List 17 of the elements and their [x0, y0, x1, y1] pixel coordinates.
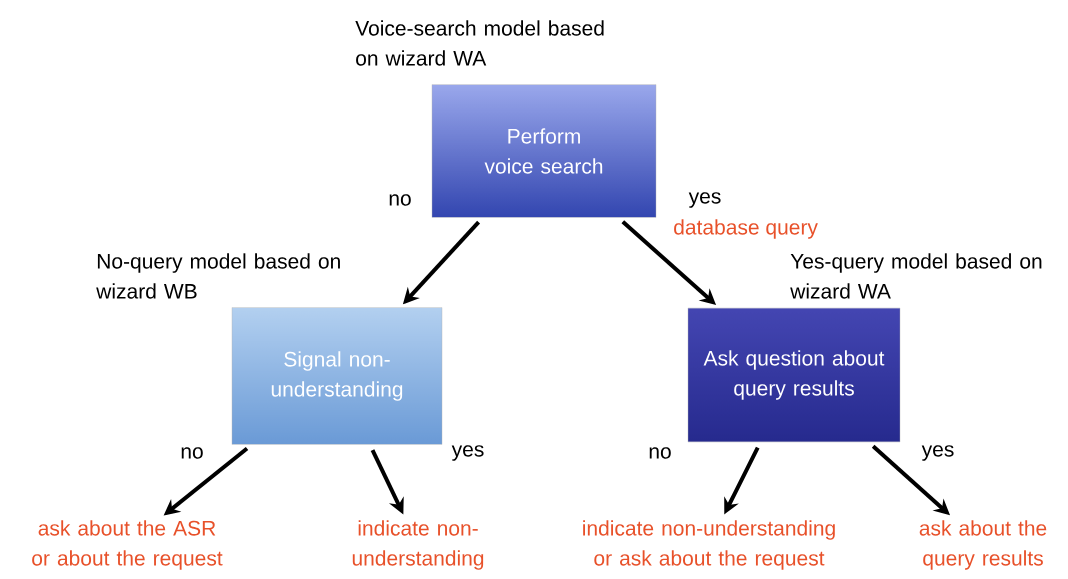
edge-label: no	[179, 446, 205, 460]
edge-label: no	[647, 446, 673, 460]
outcome-text: indicate non-understanding or ask about the request	[583, 520, 835, 570]
process-box: Signal non-understanding	[231, 307, 443, 445]
edge-label: yes	[920, 444, 956, 462]
model-heading: Yes-query model based on wizard WA	[790, 253, 1042, 299]
model-heading: Voice-search model based on wizard WA	[355, 20, 604, 66]
query-label: database query	[674, 219, 818, 239]
outcome-text: ask about the query results	[919, 520, 1047, 570]
edge-label: yes	[450, 444, 486, 462]
outcome-text: ask about the ASR or about the request	[32, 520, 223, 570]
outcome-text: indicate non-understanding	[352, 520, 484, 570]
edge-label: yes	[687, 191, 723, 209]
edge-label: no	[387, 193, 413, 207]
process-box: Ask question about query results	[687, 307, 901, 443]
process-box: Perform voice search	[431, 84, 657, 218]
model-heading: No-query model based on wizard WB	[96, 253, 340, 299]
